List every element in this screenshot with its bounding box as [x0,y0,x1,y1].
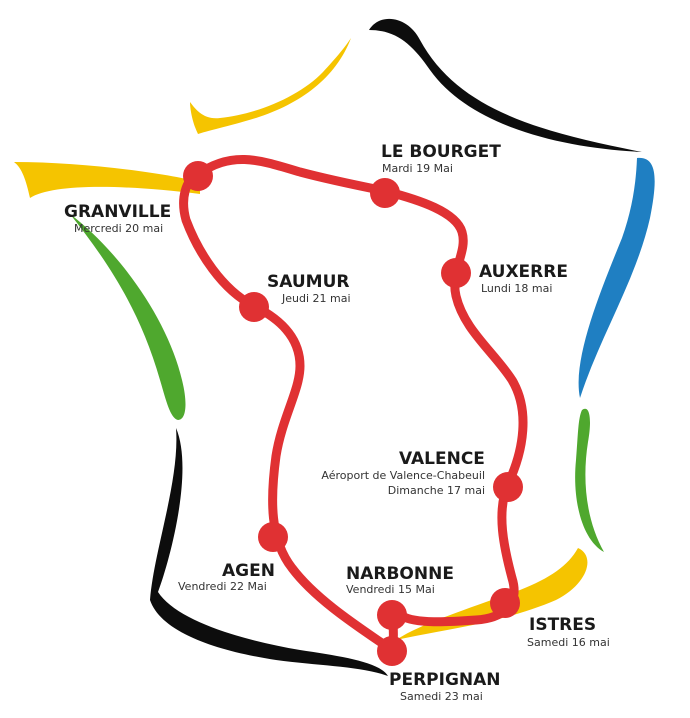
stop-marker-saumur[interactable] [239,292,269,322]
outline-blue-east [578,157,655,398]
city-sub-valence: Aéroport de Valence-Chabeuil [321,469,485,482]
label-agen: AGEN Vendredi 22 Mai [178,561,275,593]
stop-marker-valence[interactable] [493,472,523,502]
label-saumur: SAUMUR Jeudi 21 mai [267,272,351,305]
stop-marker-istres[interactable] [490,588,520,618]
city-date-istres: Samedi 16 mai [527,636,610,649]
stop-marker-granville[interactable] [183,161,213,191]
stop-marker-narbonne[interactable] [377,600,407,630]
city-date-narbonne: Vendredi 15 Mai [346,583,435,596]
city-date-agen: Vendredi 22 Mai [178,580,267,593]
outline-black-southwest [150,428,388,676]
city-name-saumur: SAUMUR [267,272,350,292]
city-name-narbonne: NARBONNE [346,564,454,584]
city-name-le-bourget: LE BOURGET [381,142,501,162]
city-name-auxerre: AUXERRE [479,262,568,282]
outline-green-atlantic [70,214,186,420]
city-date-perpignan: Samedi 23 mai [400,690,483,703]
label-le-bourget: LE BOURGET Mardi 19 Mai [381,142,501,175]
label-narbonne: NARBONNE Vendredi 15 Mai [346,564,454,596]
city-name-istres: ISTRES [529,615,596,635]
city-date-valence: Dimanche 17 mai [388,484,485,497]
outline-yellow-brittany [14,162,200,198]
outline-green-alps [575,408,604,552]
city-name-granville: GRANVILLE [64,202,171,222]
label-istres: ISTRES Samedi 16 mai [527,615,610,649]
city-date-auxerre: Lundi 18 mai [481,282,552,295]
label-perpignan: PERPIGNAN Samedi 23 mai [389,670,501,703]
city-date-granville: Mercredi 20 mai [74,222,163,235]
stop-marker-agen[interactable] [258,522,288,552]
stop-marker-perpignan[interactable] [377,636,407,666]
label-granville: GRANVILLE Mercredi 20 mai [64,202,171,235]
stop-markers [183,161,523,666]
city-labels: LE BOURGET Mardi 19 Mai AUXERRE Lundi 18… [64,142,610,703]
stop-marker-auxerre[interactable] [441,258,471,288]
city-name-perpignan: PERPIGNAN [389,670,501,690]
france-outline [14,18,655,676]
city-date-le-bourget: Mardi 19 Mai [382,162,453,175]
outline-yellow-channel [190,38,351,134]
outline-black-northeast [369,18,642,153]
outline-yellow-mediterranean [396,548,588,640]
stop-marker-le-bourget[interactable] [370,178,400,208]
city-date-saumur: Jeudi 21 mai [281,292,351,305]
city-name-agen: AGEN [222,561,275,581]
label-valence: VALENCE Aéroport de Valence-Chabeuil Dim… [321,449,485,497]
label-auxerre: AUXERRE Lundi 18 mai [479,262,568,295]
city-name-valence: VALENCE [399,449,485,469]
